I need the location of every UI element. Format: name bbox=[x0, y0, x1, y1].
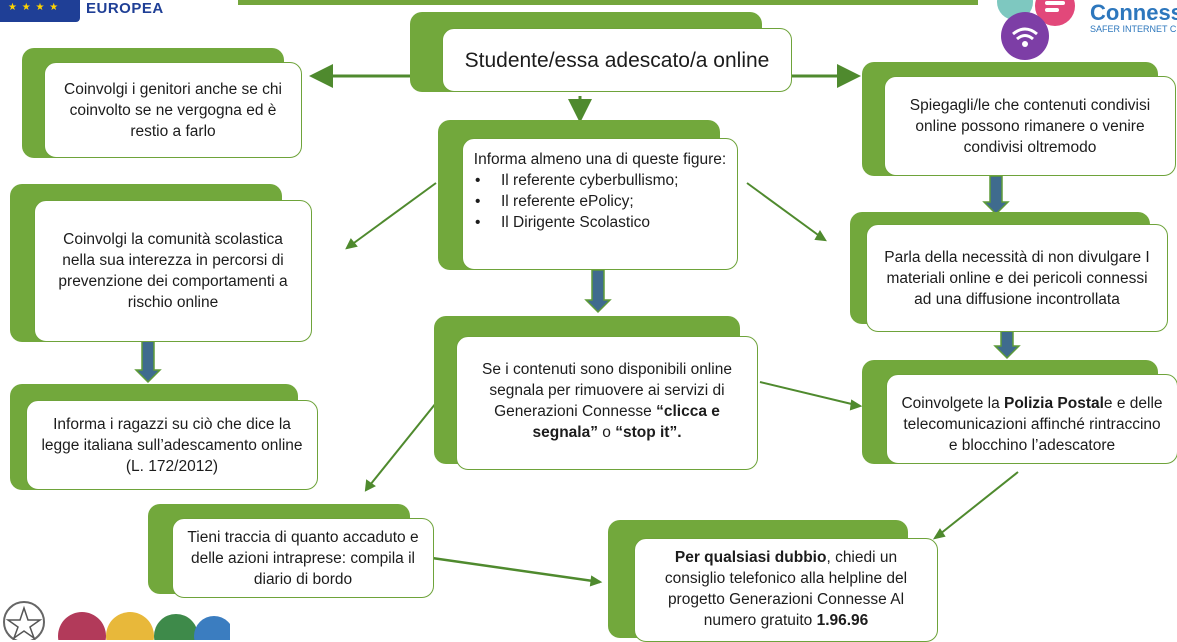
node-right3-polizia: Polizia Postal bbox=[1004, 395, 1104, 412]
node-bottom-right-text: , chiedi un consiglio telefonico alla he… bbox=[664, 549, 908, 629]
generazioni-connesse-logo bbox=[997, 0, 1075, 60]
node-right1-text: Spiegagli/le che contenuti condivisi onl… bbox=[909, 96, 1151, 156]
node-center1-list: Il referente cyberbullismo; Il referente… bbox=[471, 170, 729, 233]
miur-logo bbox=[3, 601, 230, 640]
node-center2-clicca: “clicca e segnala” bbox=[532, 403, 720, 441]
node-bottom-right: Per qualsiasi dubbio, chiedi un consigli… bbox=[608, 520, 938, 642]
node-right3: Coinvolgete la Polizia Postale e delle t… bbox=[862, 360, 1177, 464]
node-center2-text: Se i contenuti sono disponibili online s… bbox=[482, 361, 732, 420]
node-left1-text: Coinvolgi i genitori anche se chi coinvo… bbox=[64, 80, 282, 140]
node-main-text: Studente/essa adescato/a online bbox=[464, 48, 770, 72]
node-bottom-left: Tieni traccia di quanto accaduto e delle… bbox=[148, 504, 434, 598]
node-main: Studente/essa adescato/a online bbox=[410, 12, 792, 92]
node-right3-text: Coinvolgete la bbox=[901, 395, 1004, 412]
list-item: Il referente ePolicy; bbox=[475, 191, 729, 212]
gc-logo-title: Conness bbox=[1090, 0, 1177, 25]
node-right2-text: Parla della necessità di non divulgare I… bbox=[884, 248, 1150, 308]
node-left2: Coinvolgi la comunità scolastica nella s… bbox=[10, 184, 312, 342]
top-green-bar bbox=[238, 0, 978, 5]
node-bottom-right-dubbio: Per qualsiasi dubbio bbox=[674, 549, 827, 566]
node-center1: Informa almeno una di queste figure: Il … bbox=[438, 120, 738, 270]
node-left3-text: Informa i ragazzi su ciò che dice la leg… bbox=[41, 415, 303, 475]
node-center2-text2: o bbox=[597, 424, 616, 441]
node-bottom-left-text: Tieni traccia di quanto accaduto e delle… bbox=[187, 528, 419, 588]
node-left3: Informa i ragazzi su ciò che dice la leg… bbox=[10, 384, 318, 490]
list-item: Il referente cyberbullismo; bbox=[475, 170, 729, 191]
eu-flag-logo: ★ ★ ★ ★ bbox=[0, 0, 80, 22]
node-center2-stopit: “stop it”. bbox=[615, 424, 682, 441]
node-left1: Coinvolgi i genitori anche se chi coinvo… bbox=[22, 48, 302, 158]
node-right3-text2: e e delle telecomunicazioni affinché rin… bbox=[903, 395, 1163, 454]
node-center1-heading: Informa almeno una di queste figure: bbox=[473, 151, 727, 168]
node-right2: Parla della necessità di non divulgare I… bbox=[850, 212, 1168, 332]
list-item: Il Dirigente Scolastico bbox=[475, 212, 729, 233]
node-left2-text: Coinvolgi la comunità scolastica nella s… bbox=[58, 231, 288, 311]
gc-logo-subtitle: SAFER INTERNET CEN bbox=[1090, 24, 1177, 34]
node-right1: Spiegagli/le che contenuti condivisi onl… bbox=[862, 62, 1176, 176]
node-bottom-right-number: 1.96.96 bbox=[816, 612, 869, 629]
eu-logo-text: EUROPEA bbox=[86, 0, 164, 17]
node-center2: Se i contenuti sono disponibili online s… bbox=[434, 316, 758, 470]
